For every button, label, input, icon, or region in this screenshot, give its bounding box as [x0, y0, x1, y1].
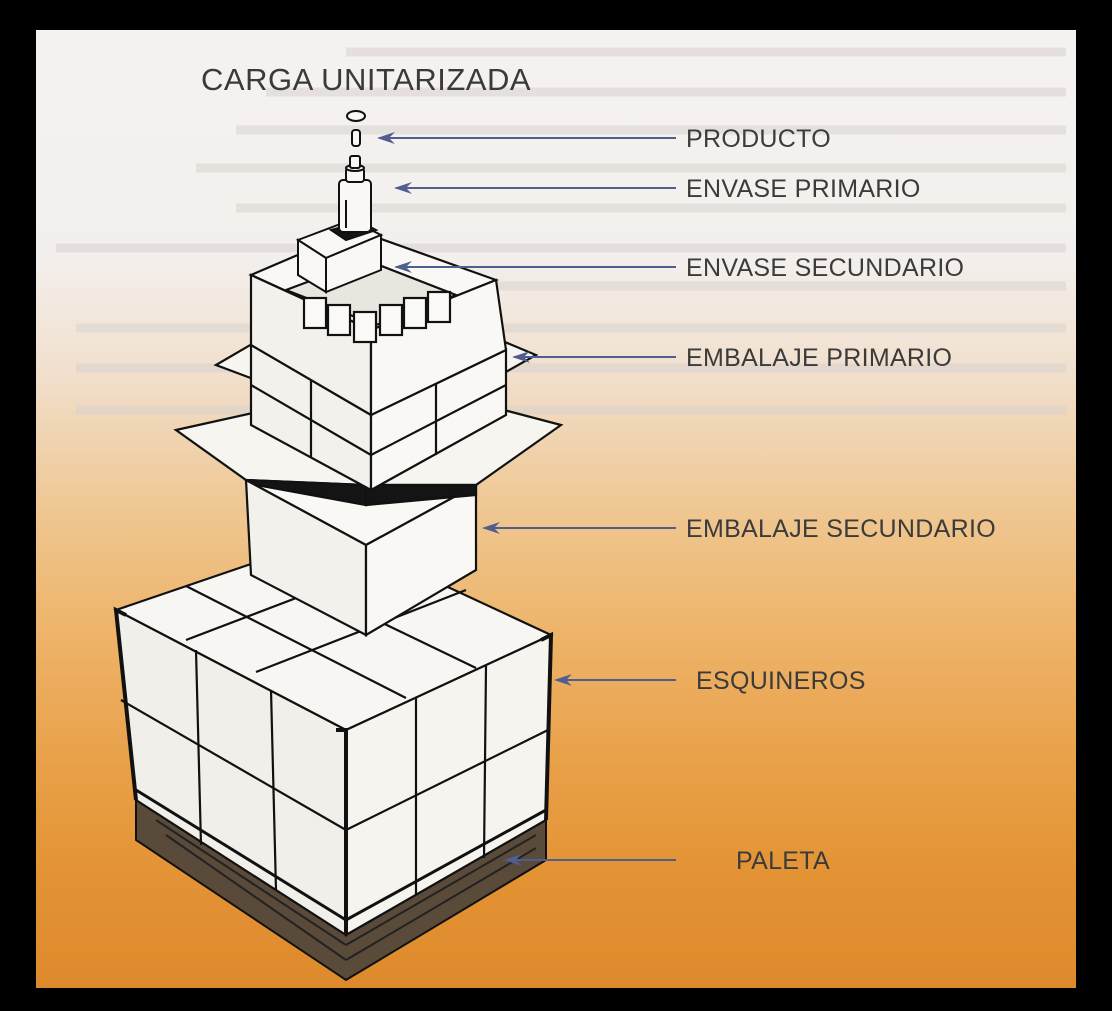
unitized-load-diagram	[113, 110, 676, 982]
label-envase-primario: ENVASE PRIMARIO	[686, 175, 921, 203]
pallet-load-boxes	[113, 533, 554, 938]
primary-container-bottle	[338, 155, 372, 233]
label-paleta: PALETA	[736, 847, 830, 875]
label-envase-secundario: ENVASE SECUNDARIO	[686, 254, 965, 282]
label-producto: PRODUCTO	[686, 125, 832, 153]
arrows	[377, 132, 676, 866]
product-shape	[346, 110, 366, 147]
label-embalaje-primario: EMBALAJE PRIMARIO	[686, 344, 953, 372]
label-embalaje-secundario: EMBALAJE SECUNDARIO	[686, 515, 996, 543]
diagram-panel: CARGA UNITARIZADA	[36, 30, 1076, 988]
diagram-title: CARGA UNITARIZADA	[201, 62, 532, 97]
label-esquineros: ESQUINEROS	[696, 667, 866, 695]
